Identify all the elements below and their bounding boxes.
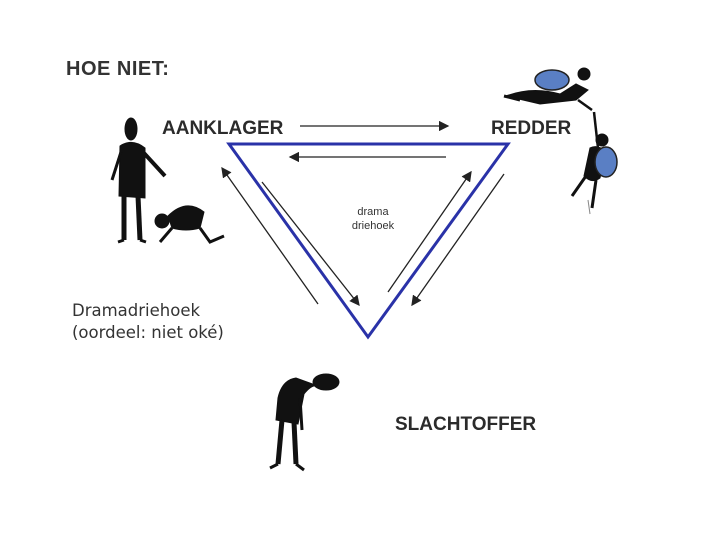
caption: Dramadriehoek (oordeel: niet oké) bbox=[72, 300, 224, 344]
role-label-victim: SLACHTOFFER bbox=[395, 414, 537, 435]
kneeling-figure-icon bbox=[154, 205, 225, 244]
climber-figure-icon bbox=[503, 67, 618, 215]
arrow-victim-to-rescuer bbox=[387, 170, 472, 293]
caption-title: Dramadriehoek bbox=[72, 301, 201, 320]
page-heading: HOE NIET: bbox=[66, 58, 170, 80]
role-label-rescuer: REDDER bbox=[491, 118, 572, 139]
drama-triangle bbox=[226, 142, 511, 340]
center-label-line-2: driehoek bbox=[351, 220, 395, 232]
arrow-victim-to-accuser bbox=[221, 166, 319, 305]
slumped-figure-icon bbox=[269, 373, 340, 472]
center-label-line-1: drama bbox=[357, 206, 389, 218]
arrow-rescuer-to-victim bbox=[411, 173, 505, 307]
caption-subtitle: (oordeel: niet oké) bbox=[72, 323, 224, 342]
role-label-accuser: AANKLAGER bbox=[162, 118, 284, 139]
triangle-center-label: drama driehoek bbox=[345, 205, 401, 233]
arrow-accuser-to-victim bbox=[261, 181, 360, 307]
accuser-figure-icon bbox=[110, 117, 167, 244]
